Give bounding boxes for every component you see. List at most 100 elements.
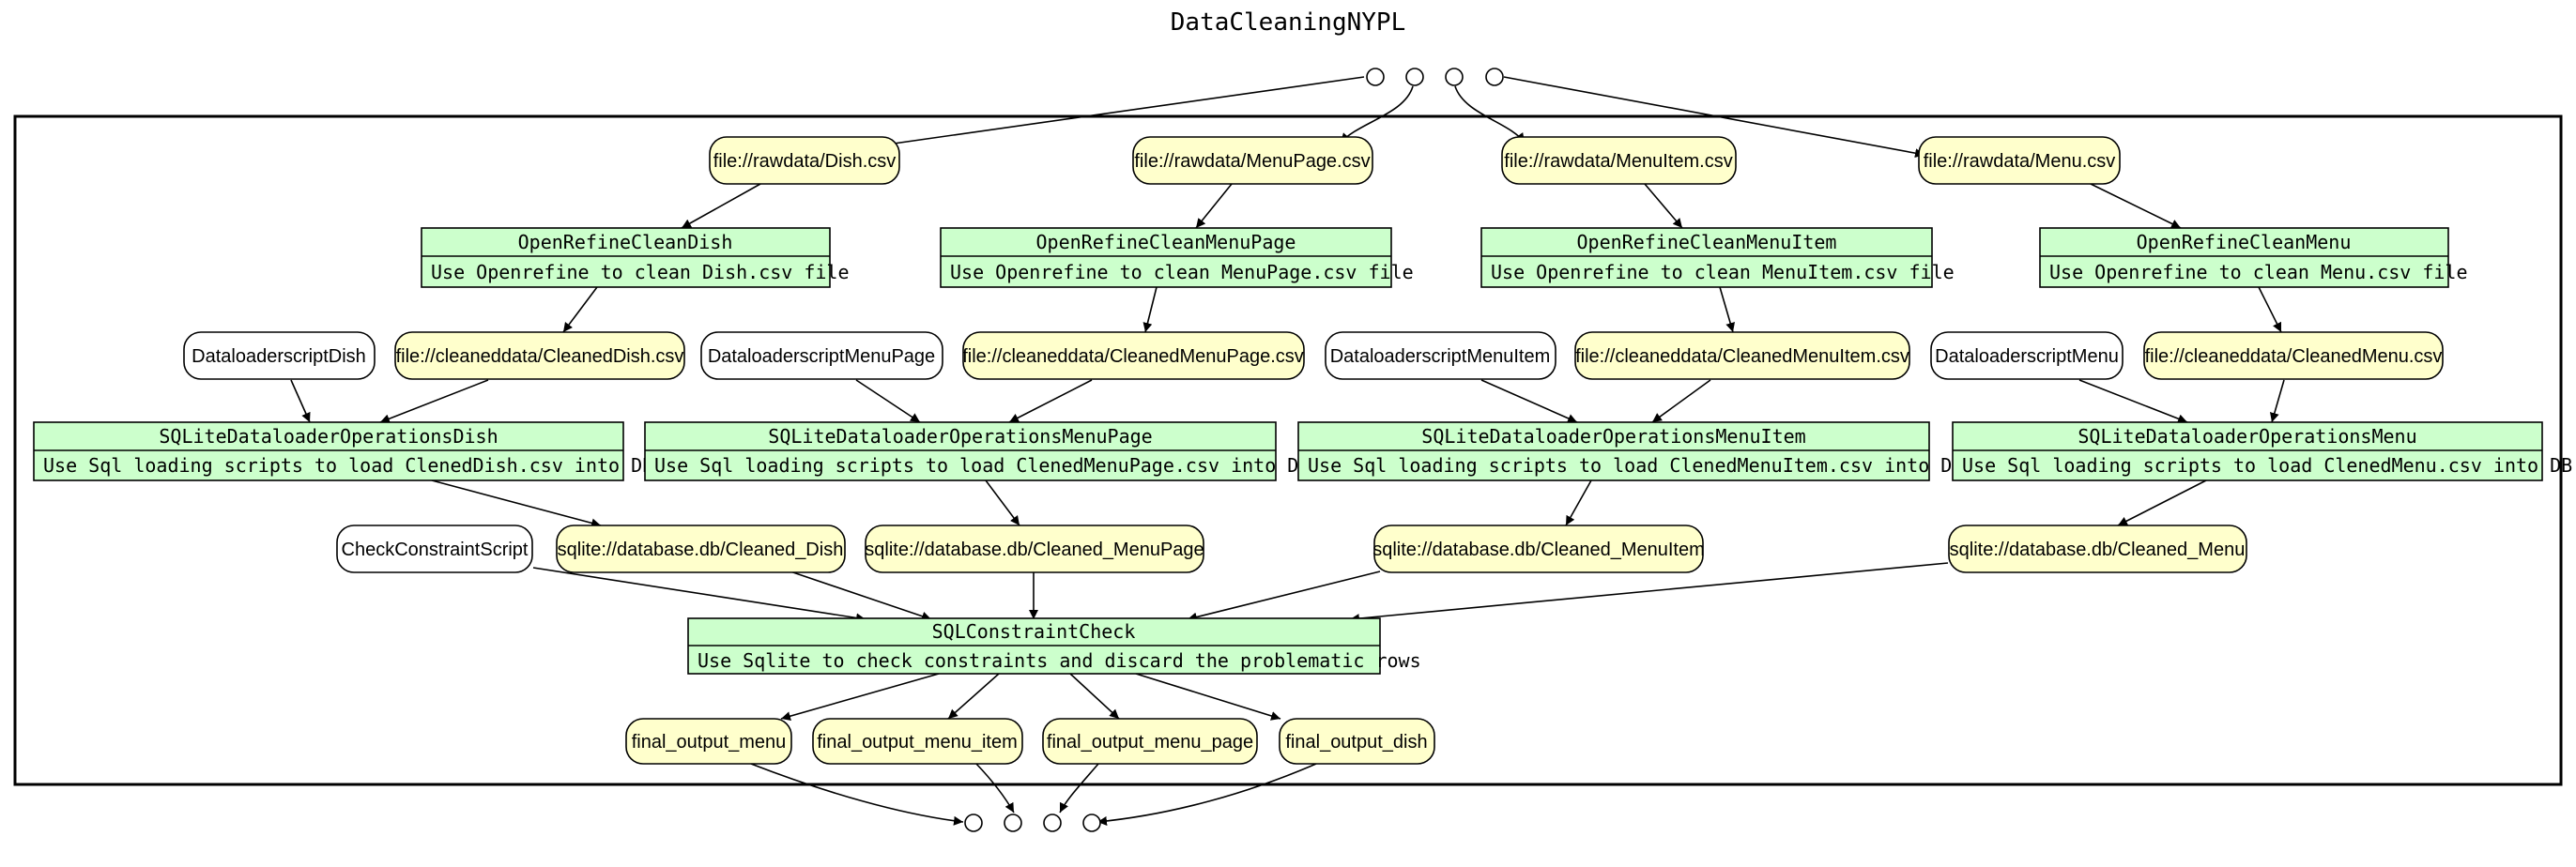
- edge-check-final-dish: [1135, 673, 1281, 721]
- edge-script-menuitem-load: [1480, 379, 1578, 423]
- data-node-cleaned-dish-csv: file://cleaneddata/CleanedDish.csv: [394, 331, 685, 380]
- edge-script-dish-load: [290, 379, 311, 423]
- param-node-script-menuitem: DataloaderscriptMenuItem: [1325, 331, 1556, 380]
- edge-db-menuitem-check: [1187, 570, 1381, 622]
- output-port: [1043, 814, 1062, 832]
- program-description: Use Openrefine to clean MenuItem.csv fil…: [1491, 261, 1955, 283]
- data-node-final-dish: final_output_dish: [1279, 718, 1435, 765]
- program-name: OpenRefineCleanMenuItem: [1577, 231, 1837, 253]
- data-node-label: file://rawdata/MenuItem.csv: [1504, 151, 1732, 172]
- data-node-label: file://cleaneddata/CleanedMenuItem.csv: [1575, 346, 1909, 367]
- param-node-script-dish: DataloaderscriptDish: [183, 331, 376, 380]
- data-node-cleaned-menuitem-csv: file://cleaneddata/CleanedMenuItem.csv: [1574, 331, 1910, 380]
- edge-port-menu: [1503, 76, 1925, 159]
- program-name: SQLiteDataloaderOperationsDish: [159, 425, 498, 448]
- input-port: [1366, 68, 1385, 86]
- program-name: OpenRefineCleanMenu: [2137, 231, 2352, 253]
- program-description: Use Sqlite to check constraints and disc…: [698, 649, 1421, 672]
- edge-cleaneddish-load: [379, 379, 489, 424]
- param-node-label: DataloaderscriptMenuItem: [1330, 346, 1551, 367]
- data-node-label: sqlite://database.db/Cleaned_Dish: [558, 540, 844, 560]
- data-node-cleaned-menupage-csv: file://cleaneddata/CleanedMenuPage.csv: [962, 331, 1305, 380]
- data-node-dish-csv: file://rawdata/Dish.csv: [709, 136, 900, 185]
- program-name: SQLiteDataloaderOperationsMenu: [2078, 425, 2416, 448]
- data-node-label: sqlite://database.db/Cleaned_MenuPage: [865, 540, 1204, 560]
- program-sqlite-loader-menupage: SQLiteDataloaderOperationsMenuPage Use S…: [644, 421, 1310, 481]
- edge-port-menupage: [1340, 85, 1414, 144]
- diagram-title: DataCleaningNYPL: [1171, 8, 1405, 37]
- data-node-final-menu-item: final_output_menu_item: [812, 718, 1023, 765]
- edge-clean-menu-out: [2258, 286, 2282, 333]
- edge-final-menu-item-port: [975, 763, 1015, 814]
- program-description: Use Openrefine to clean Dish.csv file: [431, 261, 850, 283]
- program-name: SQLiteDataloaderOperationsMenuPage: [768, 425, 1152, 448]
- data-node-label: sqlite://database.db/Cleaned_MenuItem: [1372, 540, 1705, 560]
- param-node-label: CheckConstraintScript: [342, 540, 529, 560]
- output-port: [1082, 814, 1101, 832]
- edge-menu-clean: [2090, 183, 2182, 229]
- program-name: SQLConstraintCheck: [932, 620, 1136, 643]
- input-port: [1405, 68, 1424, 86]
- data-node-label: final_output_menu_page: [1047, 732, 1253, 753]
- program-openrefine-clean-menu: OpenRefineCleanMenu Use Openrefine to cl…: [2039, 227, 2468, 288]
- data-node-menupage-csv: file://rawdata/MenuPage.csv: [1132, 136, 1373, 185]
- program-name: OpenRefineCleanMenuPage: [1036, 231, 1296, 253]
- program-name: SQLiteDataloaderOperationsMenuItem: [1421, 425, 1805, 448]
- edge-final-dish-port: [1096, 763, 1317, 826]
- data-node-db-menu: sqlite://database.db/Cleaned_Menu: [1948, 525, 2247, 573]
- param-node-script-menu: DataloaderscriptMenu: [1930, 331, 2124, 380]
- program-name: OpenRefineCleanDish: [518, 231, 733, 253]
- program-description: Use Openrefine to clean MenuPage.csv fil…: [950, 261, 1414, 283]
- edge-check-final-menu-item: [947, 673, 1000, 720]
- edge-checkscript-check: [532, 567, 866, 623]
- edge-clean-menuitem-out: [1719, 286, 1735, 333]
- edge-clean-menupage-out: [1142, 286, 1158, 333]
- edge-db-menu-check: [1349, 562, 1949, 624]
- program-description: Use Sql loading scripts to load ClenedMe…: [654, 454, 1310, 477]
- param-node-check-script: CheckConstraintScript: [336, 525, 533, 573]
- edge-port-dish: [813, 76, 1365, 159]
- data-node-label: file://cleaneddata/CleanedMenu.csv: [2145, 346, 2443, 367]
- edges: [290, 76, 2285, 826]
- edge-final-menu-port: [750, 763, 964, 826]
- input-ports: [1366, 68, 1504, 86]
- program-sqlite-loader-dish: SQLiteDataloaderOperationsDish Use Sql l…: [33, 421, 653, 481]
- program-description: Use Sql loading scripts to load ClenedMe…: [1308, 454, 1963, 477]
- program-description: Use Sql loading scripts to load ClenedMe…: [1962, 454, 2572, 477]
- edge-menupage-clean: [1195, 183, 1233, 229]
- edge-db-dish-check: [778, 567, 932, 621]
- data-node-label: file://cleaneddata/CleanedMenuPage.csv: [962, 346, 1304, 367]
- edge-final-menu-page-port: [1059, 763, 1099, 814]
- data-node-label: file://rawdata/MenuPage.csv: [1134, 151, 1370, 172]
- data-node-db-menupage: sqlite://database.db/Cleaned_MenuPage: [865, 525, 1204, 573]
- edge-port-menuitem: [1454, 85, 1526, 144]
- program-sqlite-loader-menuitem: SQLiteDataloaderOperationsMenuItem Use S…: [1297, 421, 1963, 481]
- program-sqlite-loader-menu: SQLiteDataloaderOperationsMenu Use Sql l…: [1952, 421, 2572, 481]
- data-node-label: final_output_menu_item: [817, 732, 1017, 753]
- edge-cleanedmenupage-load: [1008, 379, 1093, 423]
- data-node-label: file://rawdata/Menu.csv: [1924, 151, 2116, 172]
- workflow-frame: [13, 114, 2563, 786]
- data-node-cleaned-menu-csv: file://cleaneddata/CleanedMenu.csv: [2143, 331, 2444, 380]
- data-node-db-dish: sqlite://database.db/Cleaned_Dish: [556, 525, 846, 573]
- param-node-label: DataloaderscriptMenu: [1935, 346, 2119, 367]
- param-node-label: DataloaderscriptMenuPage: [708, 346, 935, 367]
- edge-load-menuitem-db: [1565, 479, 1592, 526]
- program-description: Use Openrefine to clean Menu.csv file: [2049, 261, 2468, 283]
- data-node-label: final_output_menu: [632, 732, 787, 753]
- program-openrefine-clean-menupage: OpenRefineCleanMenuPage Use Openrefine t…: [940, 227, 1414, 288]
- edge-load-menu-db: [2117, 479, 2207, 526]
- edge-menuitem-clean: [1644, 183, 1683, 229]
- output-port: [964, 814, 983, 832]
- input-port: [1485, 68, 1504, 86]
- param-node-label: DataloaderscriptDish: [192, 346, 366, 367]
- data-node-final-menu-page: final_output_menu_page: [1042, 718, 1258, 765]
- edge-check-final-menu-page: [1069, 673, 1120, 720]
- data-node-label: sqlite://database.db/Cleaned_Menu: [1950, 540, 2246, 560]
- data-node-label: file://cleaneddata/CleanedDish.csv: [396, 346, 684, 367]
- edge-cleanedmenuitem-load: [1651, 379, 1711, 423]
- output-port: [1004, 814, 1022, 832]
- data-node-label: final_output_dish: [1285, 732, 1427, 753]
- edge-script-menu-load: [2078, 379, 2188, 424]
